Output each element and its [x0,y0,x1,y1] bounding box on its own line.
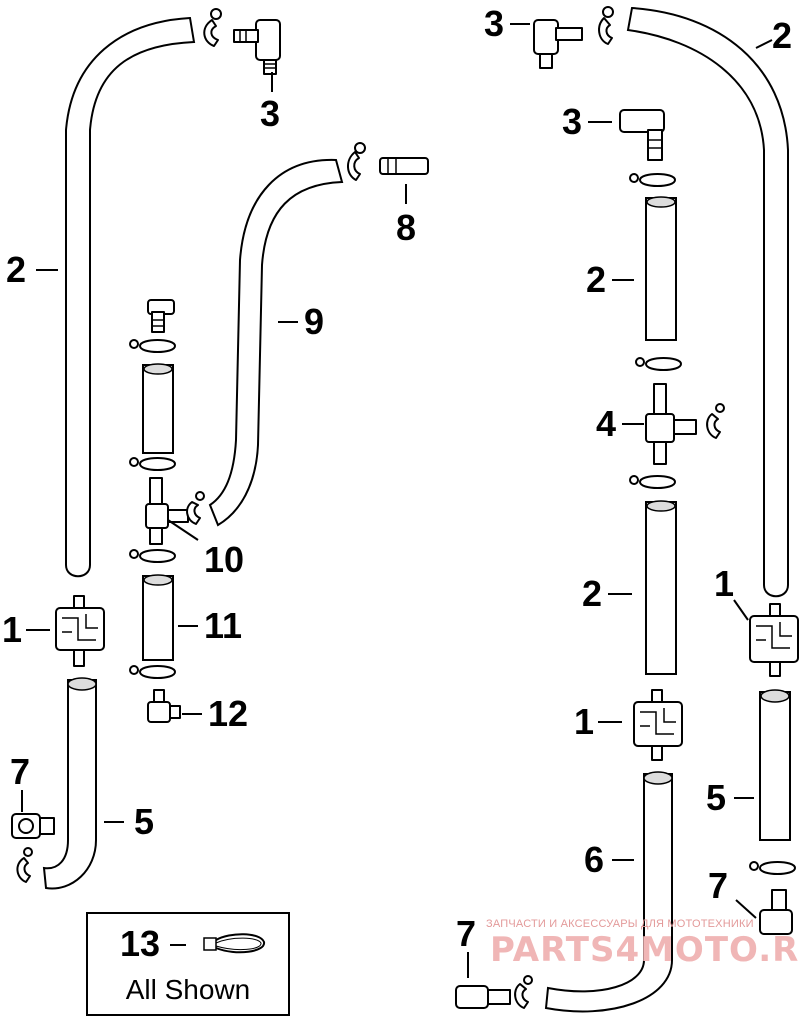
short-hose [142,364,174,454]
hose-2-segment-lower [645,501,677,675]
leader-lines [21,23,773,978]
fuel-filter-icon [55,595,105,667]
callout-6: 6 [584,839,604,880]
callout-2-left: 2 [6,249,26,290]
elbow-fitting-icon [147,689,181,723]
hose-clamp-icon [203,933,265,954]
hose-clamp-icon [129,549,176,563]
callout-1-mid: 1 [574,701,594,742]
hose-2-segment-upper [645,197,677,341]
hose-11 [142,575,174,661]
callout-3-top-right: 3 [484,3,504,44]
callout-2-top-right: 2 [772,15,792,56]
hose-clamp-icon [749,861,796,875]
hose-clamp-icon [629,475,676,489]
hose-6 [544,773,673,1013]
hose-clamp-icon [186,491,205,525]
elbow-fitting-icon [533,19,583,69]
hose-2-left [65,16,196,578]
legend-caption: All Shown [125,974,251,1005]
hose-2-right [626,6,789,598]
hose-clamp-icon [347,142,366,181]
hose-clamp-icon [635,357,682,371]
hose-clamp-icon [203,8,222,47]
callout-7-left: 7 [10,751,30,792]
elbow-fitting-icon [759,889,793,935]
hose-clamp-icon [129,665,176,679]
hose-5-right [759,691,791,841]
hose-clamp-icon [706,403,725,439]
fuel-filter-icon [633,689,683,761]
callout-5-left: 5 [134,801,154,842]
straight-connector-icon [379,157,429,175]
callout-9: 9 [304,301,324,342]
elbow-fitting-icon [11,813,55,839]
callout-12: 12 [208,693,248,734]
fuel-filter-icon [749,603,799,677]
callout-1-right: 1 [714,563,734,604]
callout-3-top-left: 3 [260,93,280,134]
callout-7-right: 7 [708,865,728,906]
elbow-fitting-icon [455,985,511,1009]
callout-5-right: 5 [706,777,726,818]
watermark-logo: PARTS4MOTO.RU [490,930,800,970]
legend-leader [170,944,186,946]
hose-clamp-icon [16,847,33,883]
callout-10: 10 [204,539,244,580]
callout-1-left: 1 [2,609,22,650]
elbow-fitting-icon [147,299,175,333]
hose-clamp-icon [598,6,614,45]
hose-clamp-icon [129,339,176,353]
callout-8: 8 [396,207,416,248]
callout-11: 11 [204,605,242,646]
tee-connector-icon [145,477,189,545]
hose-clamp-icon [129,457,176,471]
callout-7-bottom: 7 [456,913,476,954]
legend-number: 13 [120,923,161,964]
cross-connector-icon [645,383,697,465]
watermark: ЗАПЧАСТИ И АКСЕССУАРЫ ДЛЯ МОТОТЕХНИКИ PA… [486,918,800,978]
elbow-fitting-icon [233,19,281,75]
hose-9 [208,158,344,527]
callout-2-right-upper: 2 [586,259,606,300]
callout-4: 4 [596,403,616,444]
callout-2-right-lower: 2 [582,573,602,614]
elbow-fitting-icon [619,109,665,161]
callout-3-right: 3 [562,101,582,142]
watermark-caption: ЗАПЧАСТИ И АКСЕССУАРЫ ДЛЯ МОТОТЕХНИКИ [486,918,754,930]
hose-clamp-icon [629,173,676,187]
legend-box: 13 All Shown [86,912,290,1016]
hose-5-left [42,679,97,890]
hose-clamp-icon [514,975,533,1009]
